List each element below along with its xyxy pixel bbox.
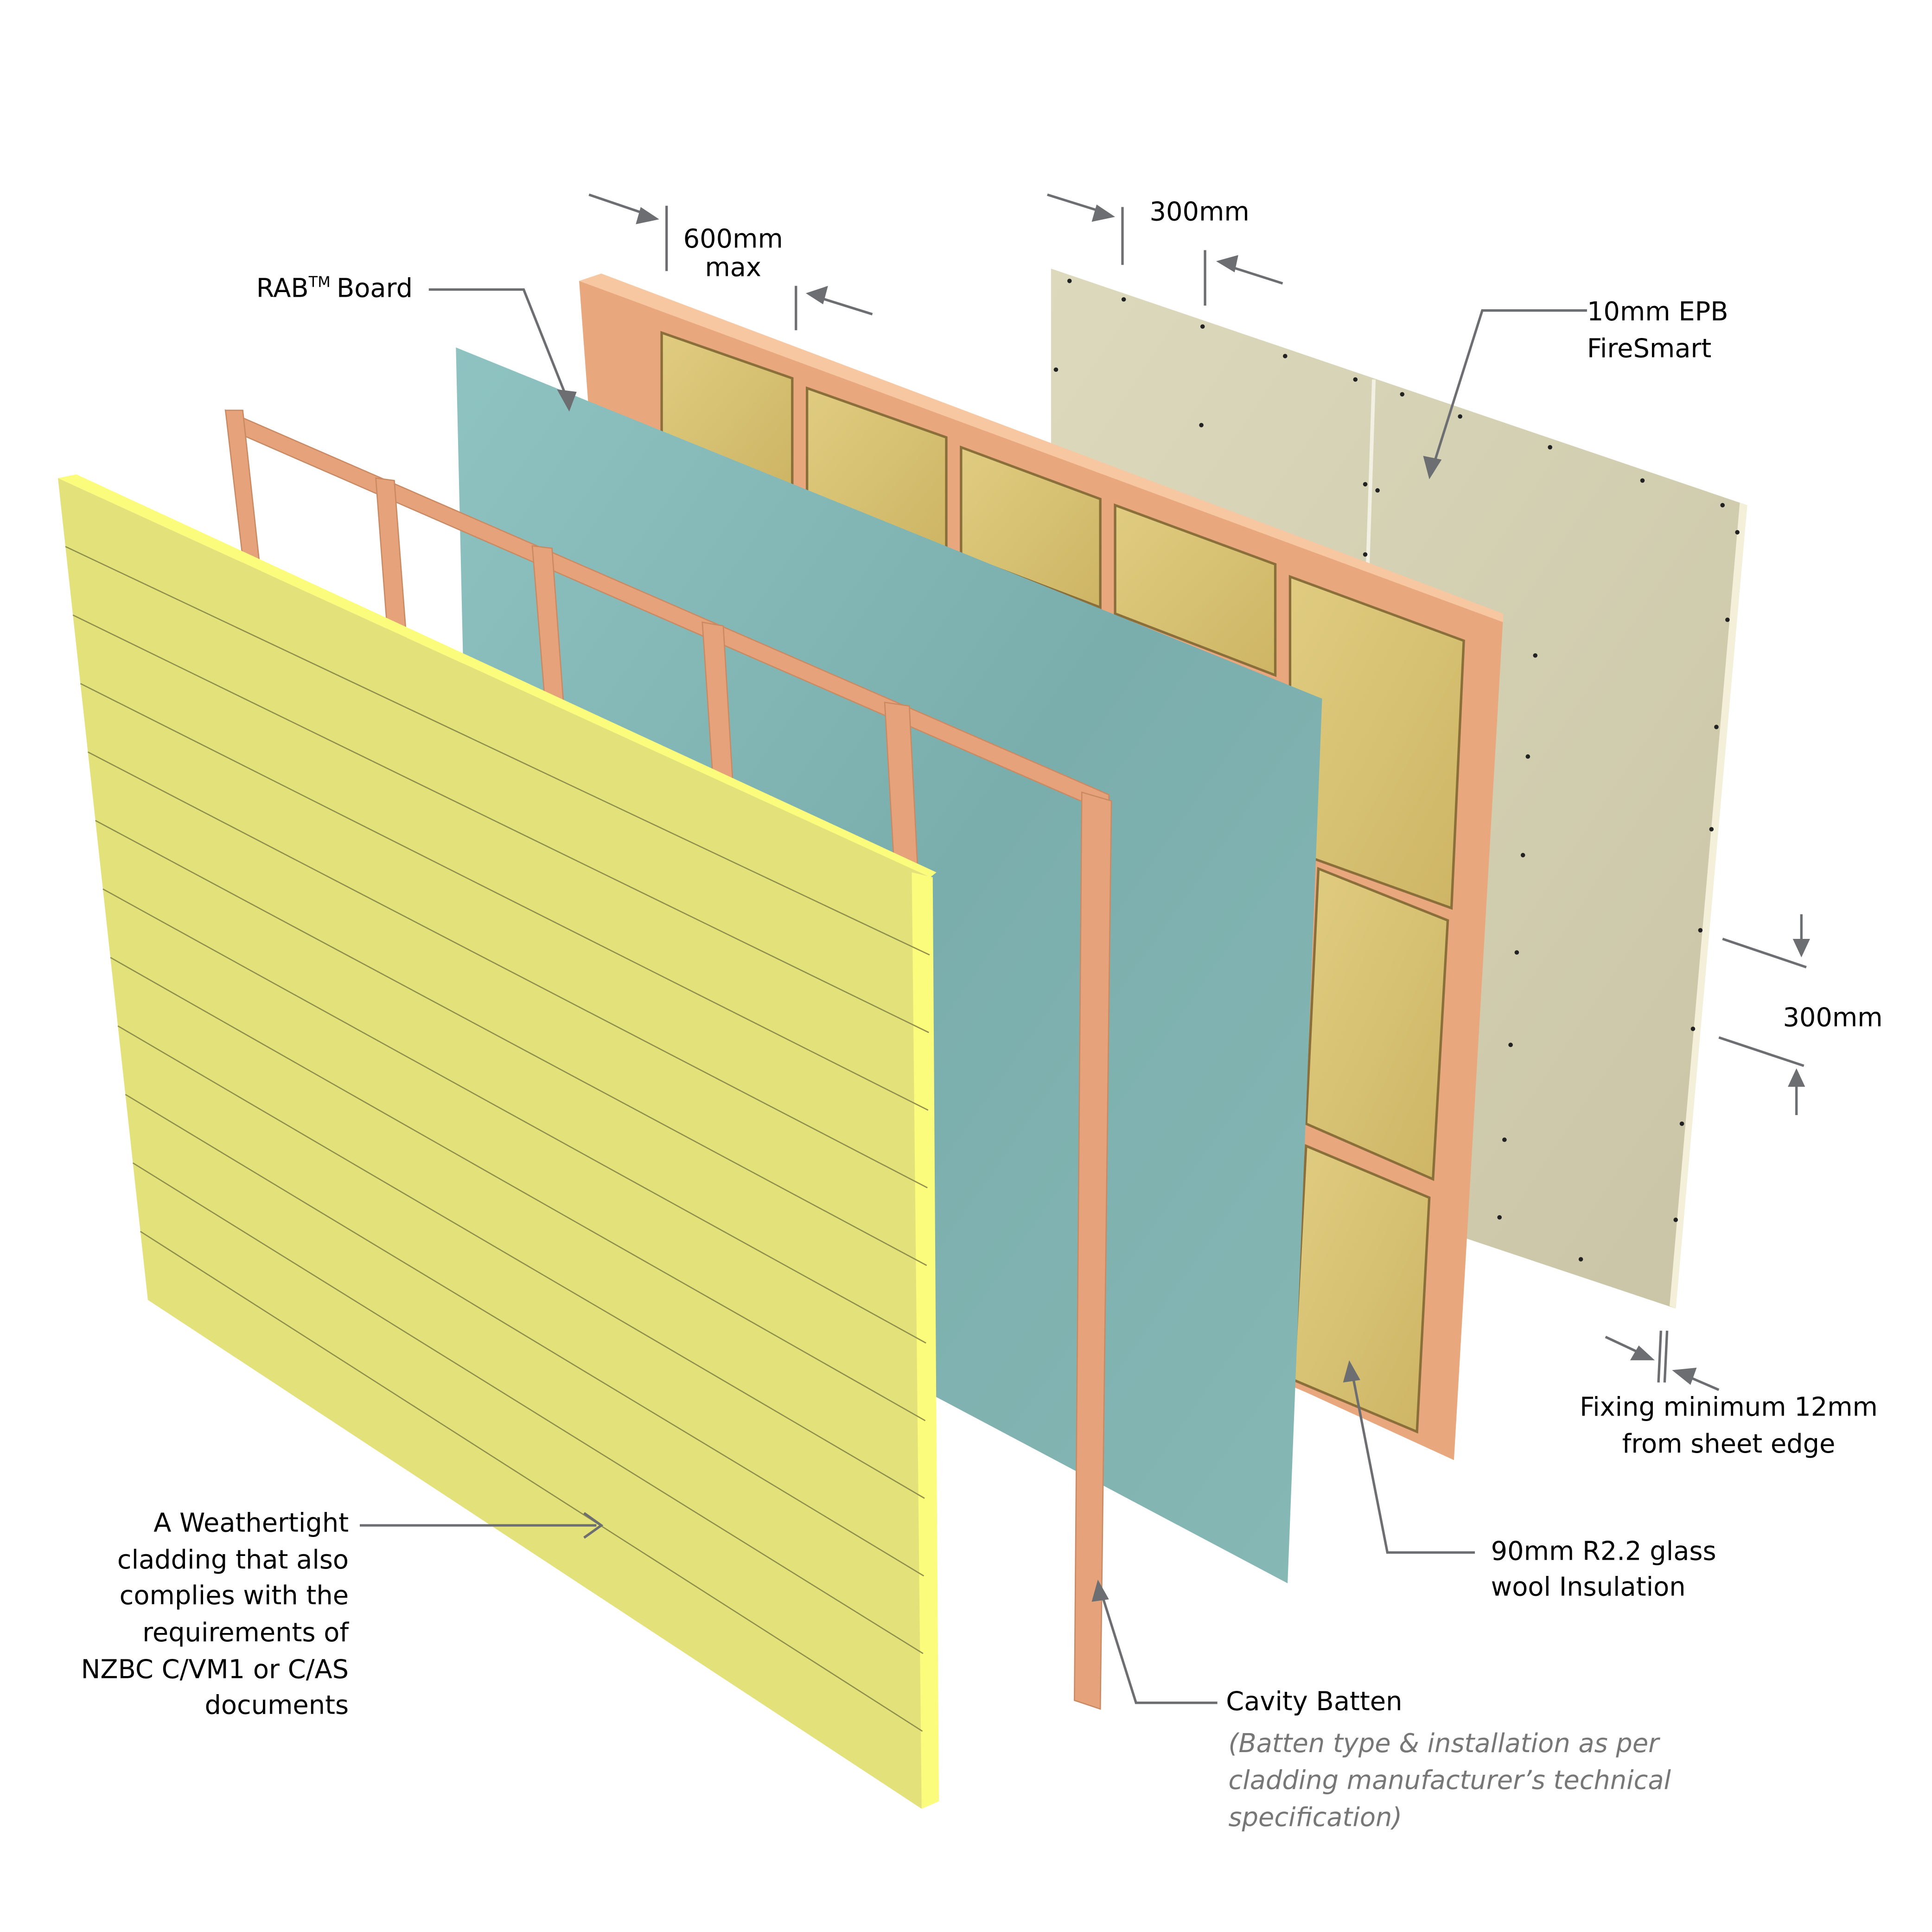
fixing-dot [1735, 530, 1740, 535]
cladding-board-joint [87, 751, 928, 1189]
cladding-board-joint [80, 683, 929, 1111]
cladding-board-joint [65, 546, 930, 956]
cladding-board-joint [140, 1231, 923, 1732]
cladding-board-joint [117, 1025, 925, 1499]
fixing-dot [1709, 827, 1714, 832]
svg-text:(Batten type & installation as: (Batten type & installation as per [1229, 1728, 1661, 1759]
svg-text:10mm EPB: 10mm EPB [1587, 297, 1728, 327]
svg-text:A Weathertight: A Weathertight [153, 1508, 349, 1538]
cladding-board-joint [125, 1094, 925, 1577]
svg-text:NZBC C/VM1 or C/AS: NZBC C/VM1 or C/AS [81, 1655, 349, 1685]
fixing-dot [1690, 1027, 1696, 1031]
svg-text:Fixing minimum 12mm: Fixing minimum 12mm [1580, 1392, 1878, 1422]
dimension-stud-spacing: 600mm max [588, 193, 873, 331]
label-glass-wool-insulation: 90mm R2.2 glass wool Insulation [1343, 1360, 1716, 1602]
fixing-dot [1714, 725, 1719, 729]
fixing-dot [1283, 354, 1288, 358]
fixing-dot [1363, 552, 1368, 557]
svg-text:specification): specification) [1229, 1802, 1403, 1832]
fixing-dot [1698, 928, 1703, 933]
fixing-dot [1200, 324, 1205, 329]
svg-text:cladding manufacturer’s techni: cladding manufacturer’s technical [1229, 1766, 1671, 1796]
fixing-dot [1578, 1257, 1583, 1262]
dimension-fixing-edge: Fixing minimum 12mm from sheet edge [1580, 1331, 1878, 1459]
cladding-board-joint [102, 888, 926, 1344]
svg-text:90mm R2.2 glass: 90mm R2.2 glass [1491, 1536, 1716, 1566]
svg-text:600mm: 600mm [683, 224, 783, 254]
svg-text:300mm: 300mm [1149, 197, 1249, 227]
fixing-dot [1458, 414, 1462, 419]
fixing-dot [1497, 1215, 1502, 1220]
svg-text:wool Insulation: wool Insulation [1491, 1572, 1686, 1602]
svg-text:Cavity Batten: Cavity Batten [1226, 1687, 1402, 1717]
fixing-dot [1673, 1218, 1678, 1222]
weathertight-cladding [57, 474, 939, 1809]
cladding-board-joint [110, 956, 926, 1422]
fixing-dot [1679, 1121, 1684, 1126]
svg-text:cladding that also: cladding that also [117, 1545, 349, 1575]
cladding-board-joint [72, 614, 929, 1033]
fixing-dot [1502, 1137, 1507, 1142]
cladding-board-joint [95, 820, 927, 1266]
fixing-dot [1353, 377, 1358, 382]
fixing-dot [1514, 950, 1519, 955]
svg-text:300mm: 300mm [1783, 1003, 1882, 1033]
fixing-dot [1640, 478, 1645, 483]
svg-text:max: max [705, 252, 761, 282]
fixing-dot [1548, 445, 1552, 450]
svg-text:documents: documents [204, 1690, 349, 1721]
fixing-dot [1725, 617, 1730, 622]
cladding-board-joint [132, 1162, 924, 1654]
svg-text:requirements of: requirements of [142, 1618, 349, 1648]
dimension-side-fixing-spacing: 300mm [1718, 914, 1883, 1116]
fixing-dot [1525, 754, 1530, 759]
label-cavity-batten: Cavity Batten (Batten type & installatio… [1091, 1579, 1671, 1832]
fixing-dots [1053, 279, 1740, 1262]
label-weathertight-cladding: A Weathertight cladding that also compli… [81, 1508, 604, 1721]
fixing-dot [1199, 423, 1204, 427]
svg-text:complies with the: complies with the [120, 1581, 349, 1611]
svg-text:from sheet edge: from sheet edge [1622, 1429, 1836, 1459]
dimension-top-fixing-spacing: 300mm [1047, 193, 1283, 306]
fixing-dot [1375, 488, 1380, 493]
fixing-dot [1533, 653, 1538, 658]
fixing-dot [1363, 482, 1368, 487]
fixing-dot [1508, 1042, 1513, 1047]
fixing-dot [1067, 279, 1072, 283]
fixing-dot [1053, 367, 1058, 372]
svg-text:FireSmart: FireSmart [1587, 334, 1711, 364]
fixing-dot [1520, 853, 1525, 858]
fixing-dot [1121, 297, 1126, 302]
fixing-dot [1400, 392, 1405, 397]
fixing-dot [1720, 503, 1725, 508]
cavity-batten-frame [224, 409, 1112, 1710]
label-epb-firesmart: 10mm EPB FireSmart [1423, 297, 1728, 479]
cavity-batten [1074, 791, 1112, 1710]
